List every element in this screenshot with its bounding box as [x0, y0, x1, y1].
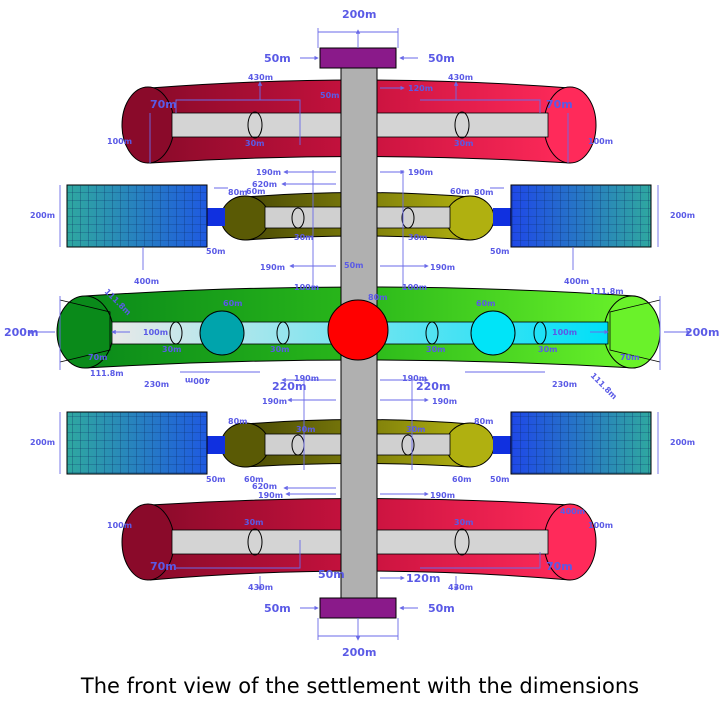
- label-b-50-under: 50m: [318, 568, 345, 581]
- label-l-200-right: 200m: [670, 438, 695, 447]
- label-u-620: 620m: [252, 180, 277, 189]
- label-c-30-b: 30m: [270, 345, 289, 354]
- bottom-cap: [319, 597, 397, 619]
- label-l-220-left: 220m: [272, 380, 306, 393]
- label-c-60-right: 60m: [476, 299, 495, 308]
- label-b-120: 120m: [406, 572, 440, 585]
- label-c-200-left: 200m: [4, 326, 38, 339]
- label-top-50-under: 50m: [320, 91, 339, 100]
- label-c-400-mirror: 400m: [185, 376, 210, 385]
- label-l-220-right: 220m: [416, 380, 450, 393]
- label-top-100-left: 100m: [107, 137, 132, 146]
- label-c-1118-br: 111.8m: [589, 371, 619, 401]
- label-l-60-left: 60m: [244, 475, 263, 484]
- central-hub: [327, 299, 389, 361]
- label-u-60-left: 60m: [246, 187, 265, 196]
- label-c-230-right: 230m: [552, 380, 577, 389]
- label-b-70-right: 70m: [546, 560, 573, 573]
- label-b-200: 200m: [342, 646, 376, 659]
- label-u-80-right: 80m: [474, 188, 493, 197]
- label-c-1118-tr: 111.8m: [590, 287, 624, 296]
- label-u-200-right: 200m: [670, 211, 695, 220]
- label-u-190b-right: 190m: [430, 263, 455, 272]
- label-l-200-left: 200m: [30, 438, 55, 447]
- solar-panel-lower-right: [493, 411, 652, 475]
- label-l-190b-left: 190m: [262, 397, 287, 406]
- label-c-30-a: 30m: [162, 345, 181, 354]
- label-u-60-right: 60m: [450, 187, 469, 196]
- label-c-30-d: 30m: [538, 345, 557, 354]
- label-u-190-right: 190m: [408, 168, 433, 177]
- label-b-30-left: 30m: [244, 518, 263, 527]
- label-top-30-left: 30m: [245, 139, 264, 148]
- label-top-70-left: 70m: [150, 98, 177, 111]
- label-l-620: 620m: [252, 482, 277, 491]
- label-u-30-right: 30m: [408, 233, 427, 242]
- label-b-430-left: 430m: [248, 583, 273, 592]
- label-top-200: 200m: [342, 8, 376, 21]
- label-c-100-right: 100m: [552, 328, 577, 337]
- label-b-30-right: 30m: [454, 518, 473, 527]
- label-l-60-right: 60m: [452, 475, 471, 484]
- label-u-100-left: 100m: [294, 283, 319, 292]
- label-c-60-left: 60m: [223, 299, 242, 308]
- label-b-50-left: 50m: [264, 602, 291, 615]
- label-u-100-right: 100m: [402, 283, 427, 292]
- label-c-80: 80m: [368, 293, 387, 302]
- dimension-lines: [27, 28, 691, 641]
- label-top-430-right: 430m: [448, 73, 473, 82]
- label-b-70-left: 70m: [150, 560, 177, 573]
- teal-sphere: [199, 310, 245, 356]
- label-u-50-left: 50m: [206, 247, 225, 256]
- label-u-30-left: 30m: [294, 233, 313, 242]
- label-top-70-right: 70m: [546, 98, 573, 111]
- label-u-190-left: 190m: [256, 168, 281, 177]
- central-spine: [319, 47, 397, 619]
- label-u-200-left: 200m: [30, 211, 55, 220]
- label-c-70-right: 70m: [620, 353, 639, 362]
- label-top-430-left: 430m: [248, 73, 273, 82]
- label-l-50-right: 50m: [490, 475, 509, 484]
- label-u-190b-left: 190m: [260, 263, 285, 272]
- label-l-190c-left: 190m: [258, 491, 283, 500]
- label-l-50-left: 50m: [206, 475, 225, 484]
- label-c-230-left: 230m: [144, 380, 169, 389]
- label-top-30-right: 30m: [454, 139, 473, 148]
- label-b-400: 400m: [560, 507, 585, 516]
- label-c-100-left: 100m: [143, 328, 168, 337]
- label-u-400-left: 400m: [134, 277, 159, 286]
- solar-panel-upper-left: [66, 184, 225, 248]
- label-l-190b-right: 190m: [432, 397, 457, 406]
- solar-panel-lower-left: [66, 411, 225, 475]
- label-l-190c-right: 190m: [430, 491, 455, 500]
- label-b-100-left: 100m: [107, 521, 132, 530]
- cyan-sphere: [470, 310, 516, 356]
- label-u-80-left: 80m: [228, 188, 247, 197]
- label-l-30-left: 30m: [296, 425, 315, 434]
- label-c-200-right: 200m: [685, 326, 719, 339]
- label-b-430-right: 430m: [448, 583, 473, 592]
- label-l-30-right: 30m: [406, 425, 425, 434]
- label-c-70-left: 70m: [88, 353, 107, 362]
- top-cap: [319, 47, 397, 69]
- label-l-80-left: 80m: [228, 417, 247, 426]
- label-c-30-c: 30m: [426, 345, 445, 354]
- label-b-50-right: 50m: [428, 602, 455, 615]
- dimension-labels: 200m 50m 50m 50m 120m 430m 430m 70m 70m …: [4, 8, 719, 659]
- label-top-50-left: 50m: [264, 52, 291, 65]
- solar-panel-upper-right: [493, 184, 652, 248]
- label-b-100-right: 100m: [588, 521, 613, 530]
- label-u-50-right: 50m: [490, 247, 509, 256]
- label-top-120: 120m: [408, 84, 433, 93]
- label-c-50: 50m: [344, 261, 363, 270]
- label-c-1118-bl: 111.8m: [90, 369, 124, 378]
- label-l-190-left: 190m: [294, 374, 319, 383]
- figure-caption: The front view of the settlement with th…: [80, 674, 640, 698]
- label-l-80-right: 80m: [474, 417, 493, 426]
- label-top-100-right: 100m: [588, 137, 613, 146]
- label-l-190-right: 190m: [402, 374, 427, 383]
- label-top-50-right: 50m: [428, 52, 455, 65]
- label-u-400-right: 400m: [564, 277, 589, 286]
